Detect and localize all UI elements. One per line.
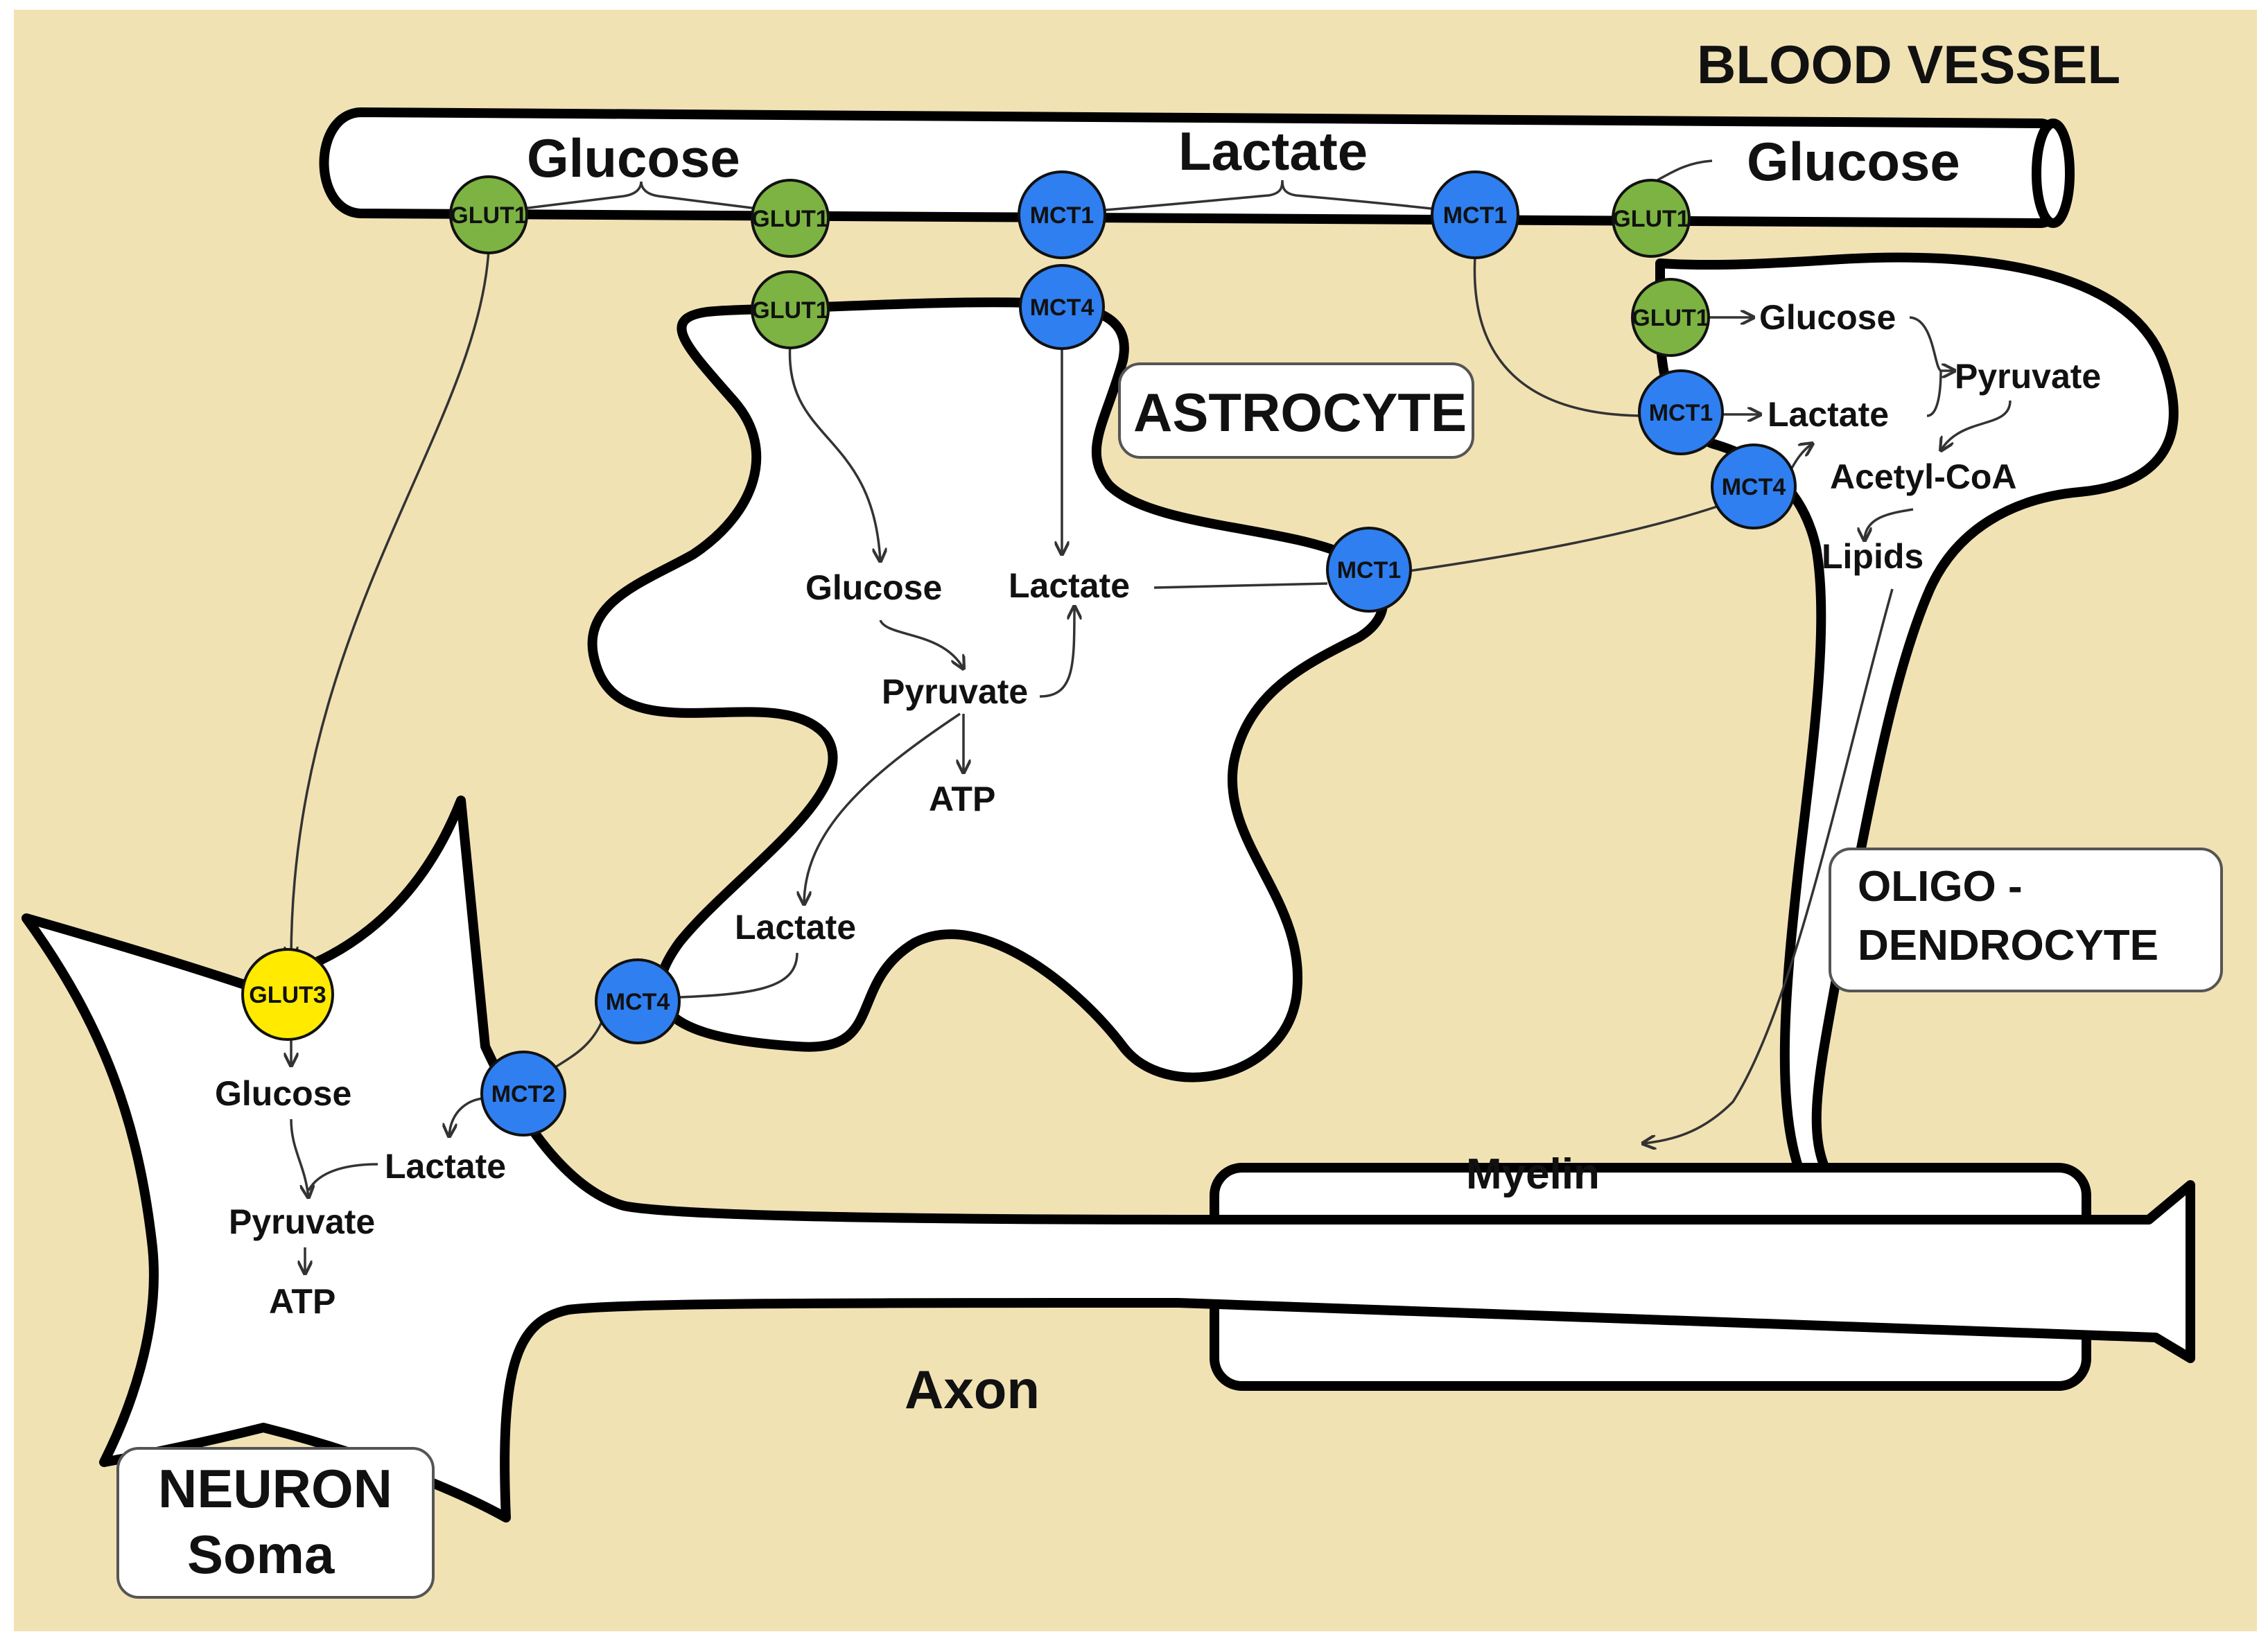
myelin-label: Myelin [1466,1150,1600,1198]
arrow-neuron-lactate-to-pyruvate [307,1163,378,1191]
svg-text:MCT4: MCT4 [1722,474,1786,500]
oligodendrocyte-title-1: OLIGO - [1858,863,2023,911]
astrocyte-glucose: Glucose [805,568,942,607]
oligodendrocyte-title-2: DENDROCYTE [1858,922,2158,969]
svg-text:MCT1: MCT1 [1443,202,1508,229]
mct1-oligodendrocyte: MCT1 [1638,369,1724,455]
mct1-astrocyte-right: MCT1 [1326,527,1412,613]
arrow-oligo-acetylcoa-to-lipids [1865,508,1914,541]
svg-text:MCT1: MCT1 [1649,400,1713,426]
astrocyte-pyruvate: Pyruvate [882,672,1028,711]
arrow-neuron-glucose-to-pyruvate [290,1118,308,1197]
oligo-acetyl-coa: Acetyl-CoA [1830,457,2016,496]
oligo-pyruvate: Pyruvate [1955,357,2101,396]
mct4-astrocyte-bottom: MCT4 [595,958,681,1044]
glut1-vessel-2: GLUT1 [751,179,830,258]
line-astro-mct1-to-oligo-mct4 [1403,504,1720,573]
astrocyte-atp: ATP [929,780,995,818]
glut1-oligodendrocyte: GLUT1 [1631,278,1710,357]
neuron-glucose: Glucose [215,1074,351,1113]
vessel-glucose-left: Glucose [527,128,740,188]
glut1-astrocyte: GLUT1 [751,270,830,349]
svg-text:GLUT1: GLUT1 [450,202,527,229]
astrocyte-lactate: Lactate [1009,566,1130,605]
svg-text:MCT2: MCT2 [491,1081,556,1107]
vessel-glucose-right: Glucose [1747,131,1960,192]
mct4-oligodendrocyte: MCT4 [1711,444,1797,529]
svg-text:GLUT1: GLUT1 [751,297,828,324]
line-vessel-mct1-to-oligo-mct1 [1473,256,1647,417]
neuron-title-2: Soma [187,1524,335,1585]
svg-text:MCT4: MCT4 [606,989,670,1015]
glut1-vessel-3: GLUT1 [1612,179,1691,258]
glut3-neuron: GLUT3 [241,948,334,1041]
glut1-vessel-1: GLUT1 [449,175,528,254]
arrow-astro-glut1-to-glucose [788,342,880,561]
svg-text:GLUT3: GLUT3 [249,982,326,1008]
neuron-title-1: NEURON [158,1458,392,1519]
mct1-vessel-2: MCT1 [1431,170,1519,259]
oligo-glucose: Glucose [1759,298,1896,337]
oligodendrocyte-label-box [1829,848,2223,992]
axon-label: Axon [905,1359,1040,1420]
arrow-astro-pyruvate-to-lactate-out [804,712,961,904]
svg-text:GLUT1: GLUT1 [751,206,828,232]
blood-vessel-title: BLOOD VESSEL [1697,34,2120,95]
astrocyte-cell [587,297,1388,1082]
svg-text:GLUT1: GLUT1 [1612,206,1689,232]
astrocyte-title: ASTROCYTE [1133,382,1467,443]
oligo-pyruvate-brace [1909,316,1955,417]
neuron-lactate: Lactate [385,1147,506,1186]
astrocyte-lactate-out: Lactate [735,908,856,947]
arrow-astro-glucose-to-pyruvate [879,620,963,669]
glucose-left-brace [488,181,791,214]
svg-text:MCT4: MCT4 [1030,295,1094,321]
line-astro-lactate-to-mct4 [665,952,799,999]
neuron-pyruvate: Pyruvate [229,1202,375,1241]
neuron-cell [21,796,2195,1522]
astrocyte-label-box [1118,362,1474,459]
mct4-astrocyte-top: MCT4 [1019,264,1105,350]
blood-vessel-opening [2032,119,2075,228]
svg-text:MCT1: MCT1 [1030,202,1094,229]
lactate-brace [1060,179,1476,215]
oligo-lactate: Lactate [1768,395,1889,434]
arrow-astro-pyruvate-to-lactate [1039,606,1074,698]
neuron-label-box [116,1447,435,1599]
mct1-vessel-1: MCT1 [1018,170,1106,259]
mct2-neuron: MCT2 [480,1051,566,1137]
arrow-vessel-to-neuron [291,249,490,960]
vessel-lactate: Lactate [1178,121,1368,182]
arrow-oligo-lipids-to-myelin [1643,588,1894,1143]
oligo-lipids: Lipids [1822,537,1924,576]
line-astro-lactate-to-mct1 [1153,582,1328,589]
arrow-oligo-pyruvate-to-acetylcoa [1941,400,2012,450]
svg-text:GLUT1: GLUT1 [1632,305,1709,331]
svg-text:MCT1: MCT1 [1337,557,1402,583]
neuron-atp: ATP [269,1282,335,1321]
